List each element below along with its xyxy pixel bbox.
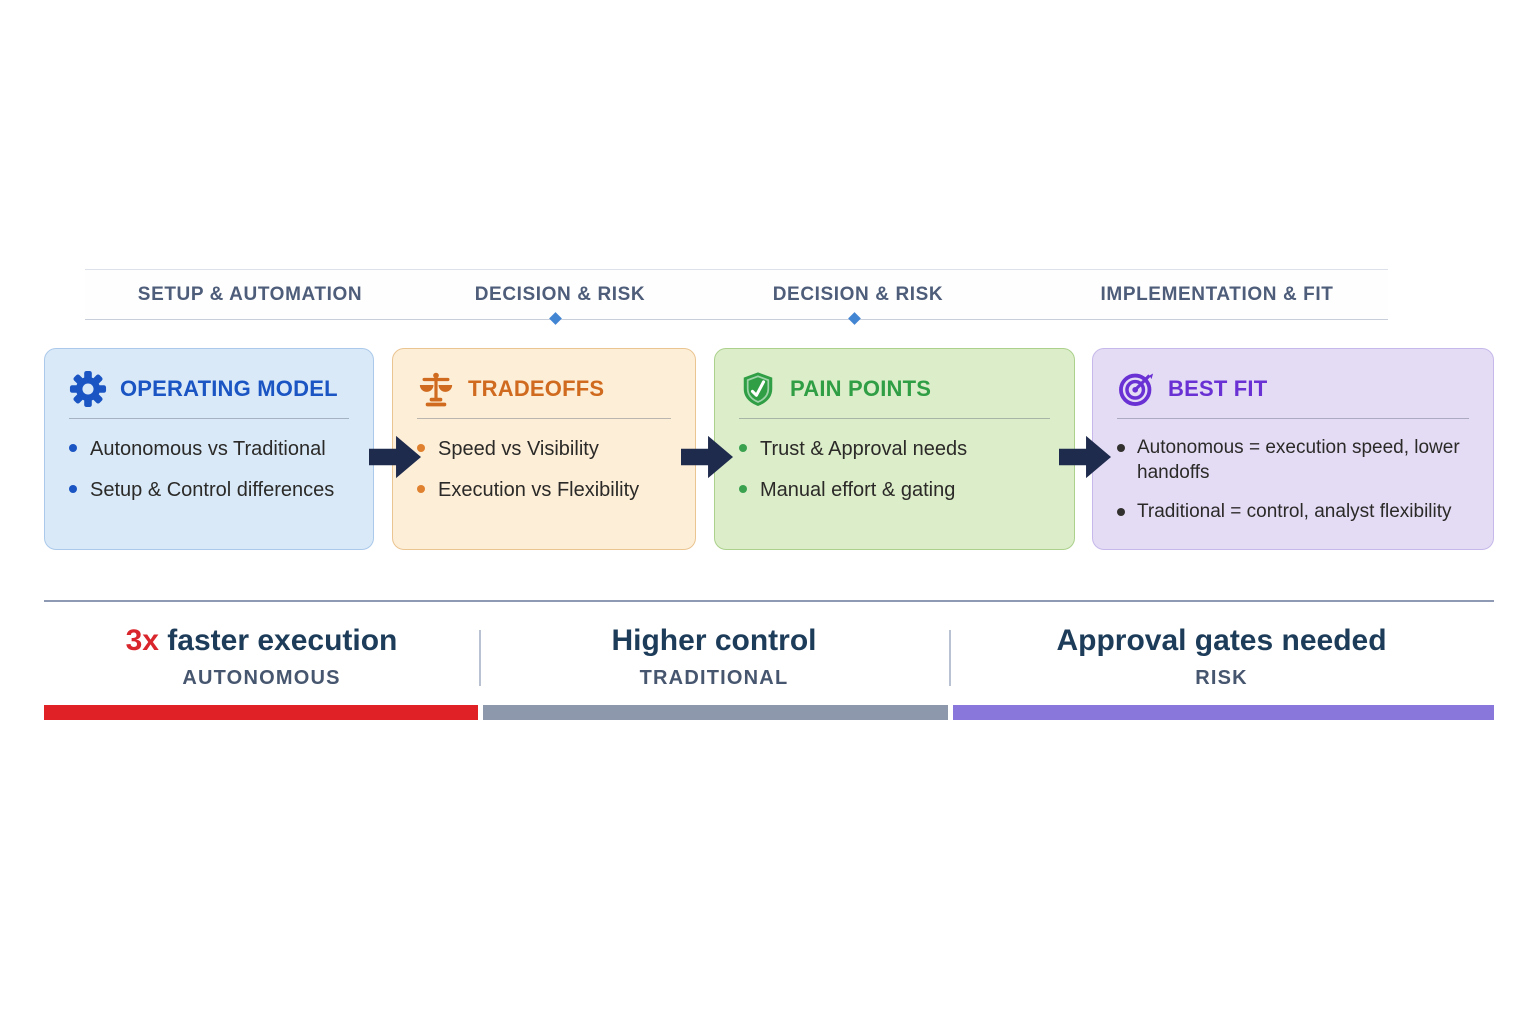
target-icon bbox=[1117, 370, 1155, 408]
bullet-dot-icon bbox=[1117, 508, 1125, 517]
card-pain-points: PAIN POINTS Trust & Approval needs Manua… bbox=[714, 348, 1075, 550]
stat-label: TRADITIONAL bbox=[639, 667, 789, 689]
card-header: TRADEOFFS bbox=[417, 369, 671, 409]
divider bbox=[1117, 418, 1469, 419]
divider bbox=[69, 418, 349, 419]
list-item: Autonomous = execution speed, lower hand… bbox=[1117, 436, 1469, 485]
card-header: BEST FIT bbox=[1117, 369, 1469, 409]
stat-title: Approval gates needed bbox=[949, 624, 1494, 657]
stat-traditional: Higher control TRADITIONAL bbox=[479, 624, 949, 690]
stat-risk: Approval gates needed RISK bbox=[949, 624, 1494, 690]
bullet-text: Autonomous vs Traditional bbox=[90, 438, 326, 460]
list-item: Execution vs Flexibility bbox=[417, 477, 671, 503]
divider bbox=[739, 418, 1050, 419]
card-header: PAIN POINTS bbox=[739, 369, 1050, 409]
stat-label: AUTONOMOUS bbox=[182, 667, 341, 689]
stat-bar-autonomous bbox=[44, 705, 478, 720]
phase-label-decision-risk-1: DECISION & RISK bbox=[474, 284, 646, 305]
list-item: Traditional = control, analyst flexibili… bbox=[1117, 500, 1469, 525]
phase-timeline-band bbox=[85, 269, 1388, 320]
stat-highlight: 3x bbox=[125, 624, 159, 657]
list-item: Manual effort & gating bbox=[739, 477, 1050, 503]
list-item: Autonomous vs Traditional bbox=[69, 436, 349, 462]
stat-bar-risk bbox=[953, 705, 1494, 720]
shield-check-icon bbox=[739, 370, 777, 408]
card-header: OPERATING MODEL bbox=[69, 369, 349, 409]
divider bbox=[479, 630, 481, 686]
list-item: Setup & Control differences bbox=[69, 477, 349, 503]
stat-label: RISK bbox=[1195, 667, 1248, 689]
stat-title: Higher control bbox=[479, 624, 949, 657]
card-title: BEST FIT bbox=[1168, 376, 1268, 401]
bullet-text: Trust & Approval needs bbox=[760, 438, 968, 460]
phase-label-implementation-fit: IMPLEMENTATION & FIT bbox=[1100, 284, 1334, 305]
bullet-text: Execution vs Flexibility bbox=[438, 479, 640, 501]
card-title: PAIN POINTS bbox=[790, 376, 932, 401]
bullet-text: Setup & Control differences bbox=[90, 479, 335, 501]
bullet-dot-icon bbox=[1117, 444, 1125, 452]
card-tradeoffs: TRADEOFFS Speed vs Visibility Execution … bbox=[392, 348, 696, 550]
bullet-text: Speed vs Visibility bbox=[438, 438, 599, 460]
stat-title: 3x faster execution bbox=[44, 624, 479, 657]
list-item: Speed vs Visibility bbox=[417, 436, 671, 462]
bullet-text: Manual effort & gating bbox=[760, 479, 956, 501]
card-title: TRADEOFFS bbox=[468, 376, 605, 401]
card-operating-model: OPERATING MODEL Autonomous vs Traditiona… bbox=[44, 348, 374, 550]
bullet-dot-icon bbox=[417, 444, 425, 452]
divider bbox=[417, 418, 671, 419]
list-item: Trust & Approval needs bbox=[739, 436, 1050, 462]
bullet-dot-icon bbox=[69, 485, 77, 493]
phase-label-decision-risk-2: DECISION & RISK bbox=[772, 284, 944, 305]
card-title: OPERATING MODEL bbox=[120, 376, 338, 401]
stat-title-text: Higher control bbox=[611, 624, 817, 657]
phase-label-setup-automation: SETUP & AUTOMATION bbox=[137, 284, 363, 305]
bullet-text: Traditional = control, analyst flexibili… bbox=[1137, 501, 1452, 523]
bullet-text: Autonomous = execution speed, lower hand… bbox=[1137, 437, 1460, 483]
divider bbox=[44, 600, 1494, 602]
bullet-dot-icon bbox=[739, 444, 747, 452]
stat-title-text: faster execution bbox=[158, 624, 398, 657]
bullet-dot-icon bbox=[417, 485, 425, 493]
scales-icon bbox=[417, 370, 455, 408]
bullet-dot-icon bbox=[739, 485, 747, 493]
divider bbox=[949, 630, 951, 686]
gear-icon bbox=[69, 370, 107, 408]
stat-bar-traditional bbox=[483, 705, 948, 720]
stat-title-text: Approval gates needed bbox=[1056, 624, 1387, 657]
stat-autonomous: 3x faster execution AUTONOMOUS bbox=[44, 624, 479, 690]
card-best-fit: BEST FIT Autonomous = execution speed, l… bbox=[1092, 348, 1494, 550]
bullet-dot-icon bbox=[69, 444, 77, 452]
